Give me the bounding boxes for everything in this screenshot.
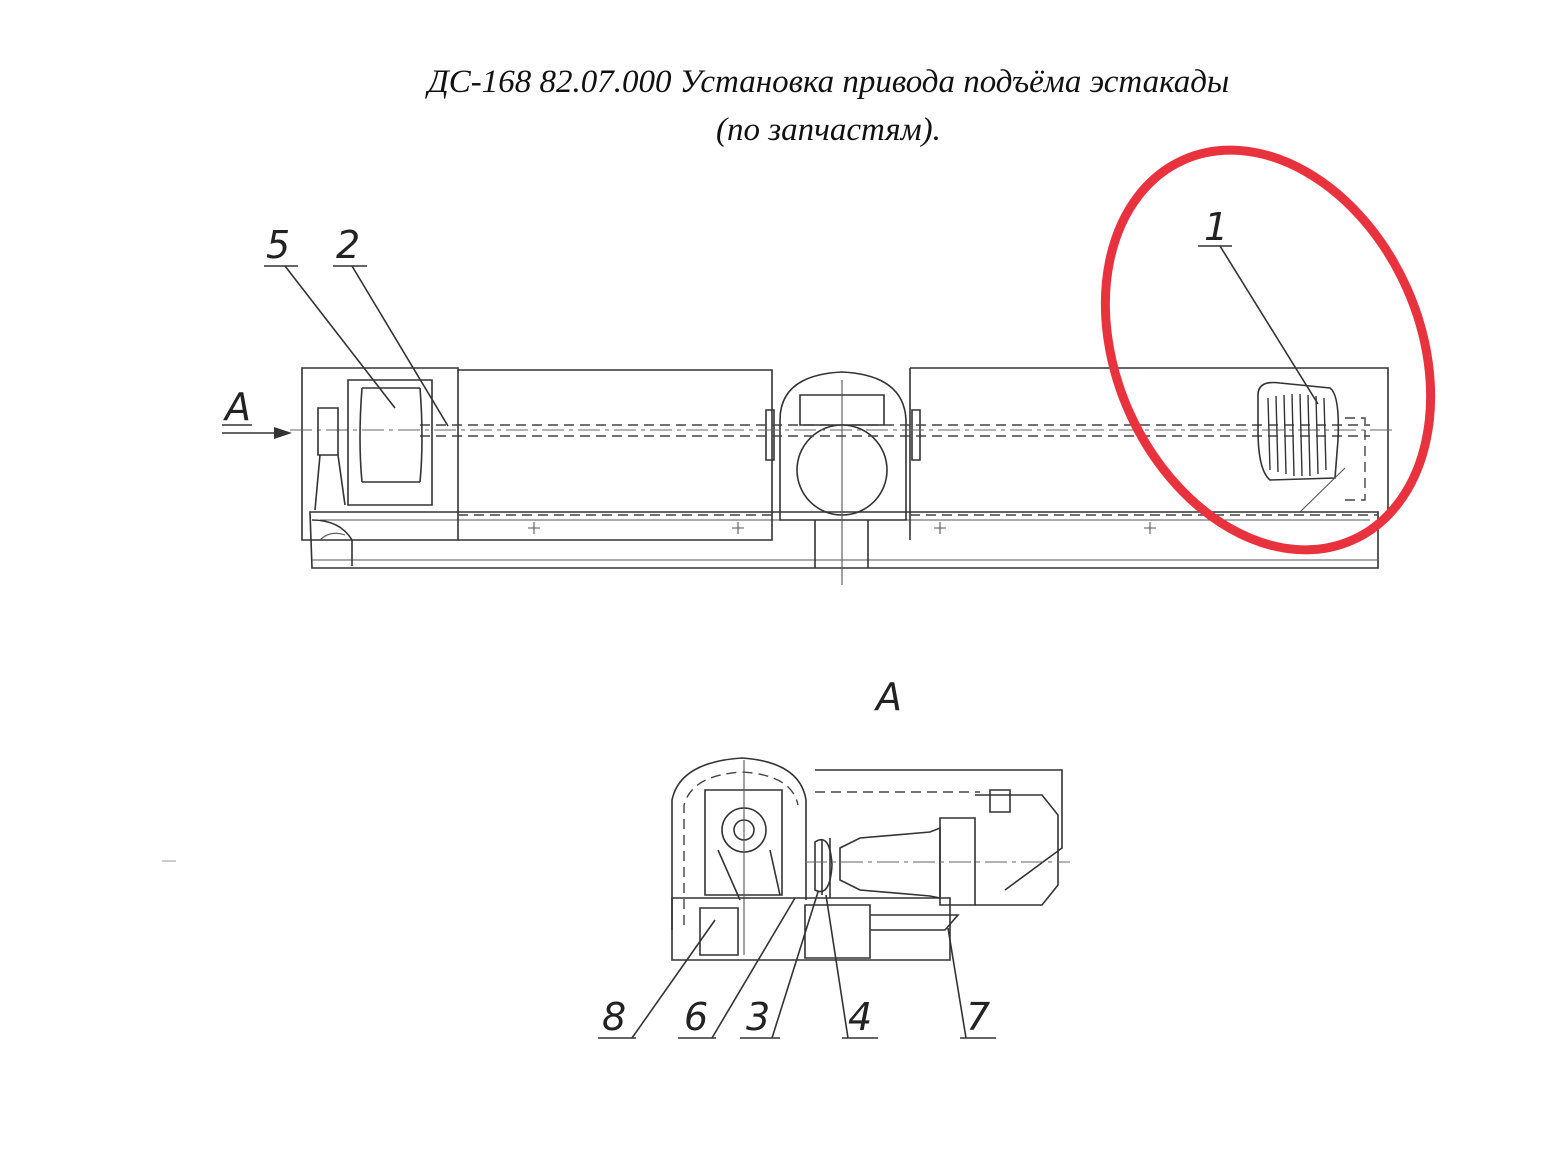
- drawing-subtitle: (по запчастям).: [716, 112, 941, 148]
- callout-4: 4: [848, 995, 872, 1039]
- callout-2: 2: [336, 223, 360, 267]
- callout-6: 6: [684, 995, 708, 1039]
- callout-7: 7: [966, 995, 990, 1039]
- callouts-view-a: 8 6 3 4 7: [598, 891, 996, 1039]
- highlight-ellipse: [1100, 145, 1436, 555]
- main-view: [290, 367, 1395, 585]
- callout-5: 5: [266, 223, 290, 267]
- callouts-main: 5 2 1: [264, 205, 1319, 427]
- view-a: [671, 757, 1070, 961]
- callout-1: 1: [1204, 205, 1228, 249]
- view-a-label: А: [873, 675, 902, 719]
- view-arrow-label: А: [222, 385, 251, 429]
- view-arrow: А: [222, 385, 292, 439]
- drawing-title: ДС-168 82.07.000 Установка привода подъё…: [427, 64, 1230, 100]
- callout-8: 8: [602, 995, 626, 1039]
- callout-3: 3: [746, 995, 770, 1039]
